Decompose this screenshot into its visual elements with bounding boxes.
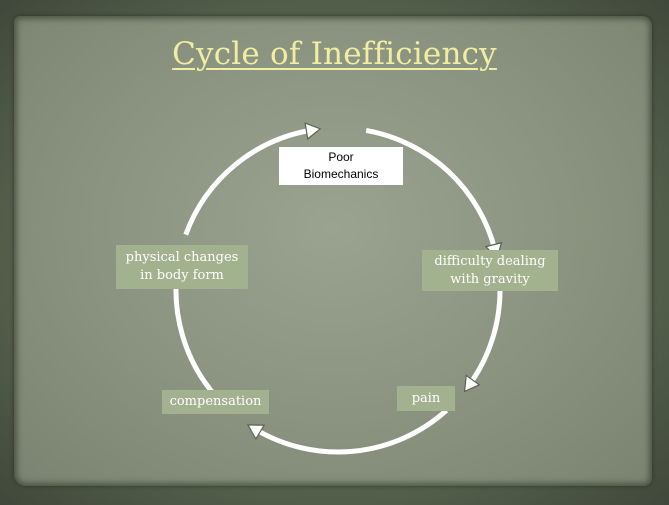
- node-difficulty-dealing-with-gravity: difficulty dealing with gravity: [422, 250, 558, 291]
- node-physical-changes: physical changes in body form: [116, 245, 248, 289]
- edge-pain-to-compensation-arrowhead: [246, 424, 266, 441]
- edge-physical-changes-to-poor-biomechanics-arrowhead: [304, 122, 322, 140]
- edge-poor-biomechanics-to-difficulty: [365, 127, 498, 252]
- edge-pain-to-compensation: [253, 408, 449, 455]
- node-compensation: compensation: [162, 390, 269, 414]
- edge-difficulty-to-pain-arrowhead: [463, 374, 481, 393]
- node-poor-biomechanics: Poor Biomechanics: [279, 147, 403, 185]
- edge-physical-changes-to-poor-biomechanics: [183, 127, 314, 236]
- node-pain: pain: [397, 386, 455, 411]
- diagram-title: Cycle of Inefficiency: [172, 36, 497, 72]
- edge-difficulty-to-pain: [467, 289, 503, 387]
